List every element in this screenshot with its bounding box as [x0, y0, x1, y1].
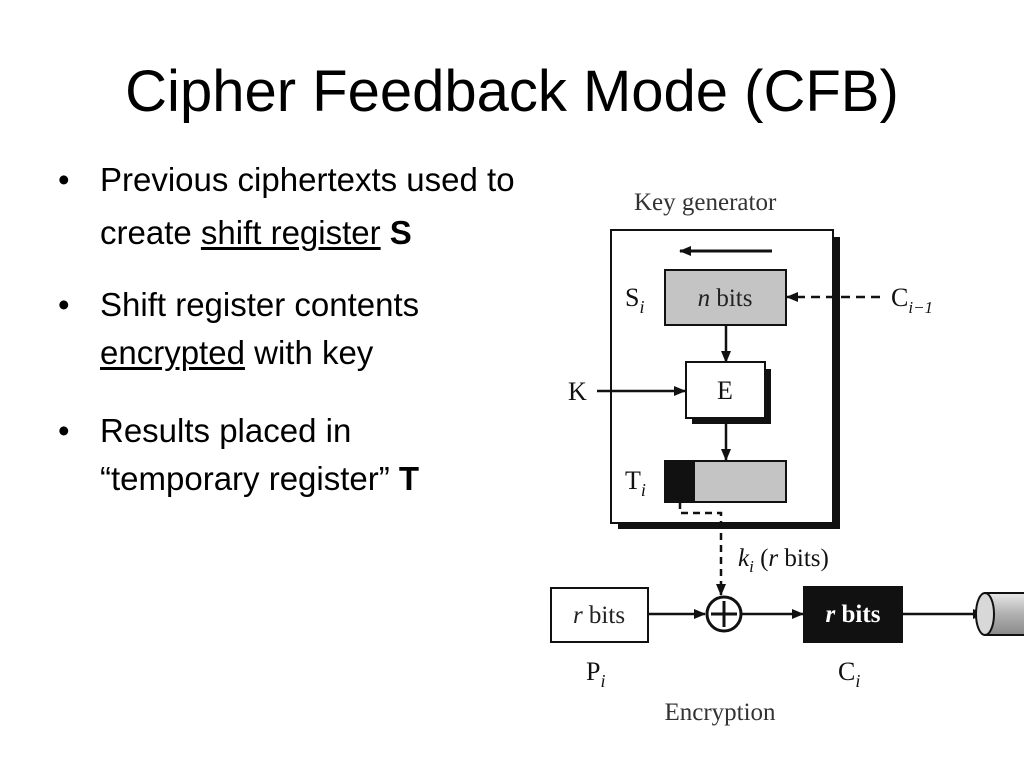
bullet-item: • Previous ciphertexts used to create sh…	[58, 153, 518, 259]
bullet-bold-symbol: S	[389, 214, 412, 251]
diagram-caption: Encryption	[664, 699, 776, 726]
bullet-bold-symbol: T	[398, 460, 420, 497]
output-pipe-icon	[975, 592, 1024, 636]
shift-register-label: Si	[625, 283, 644, 317]
encrypt-box	[685, 361, 766, 419]
bullet-item: • Shift register contents encrypted with…	[58, 281, 518, 377]
plaintext-label: Pi	[586, 657, 605, 691]
bullet-text: Results placed in “temporary register”	[100, 412, 399, 497]
bullet-list: • Previous ciphertexts used to create sh…	[58, 153, 518, 533]
key-label: K	[568, 377, 587, 406]
bullet-underlined-term: shift register	[200, 214, 381, 251]
keystream-path	[678, 502, 726, 596]
bullet-underlined-term: encrypted	[100, 334, 245, 371]
cfb-diagram: Key generator Si n bits Ci−1 E K Ti ki (…	[550, 189, 1024, 726]
bullet-item: • Results placed in “temporary register”…	[58, 407, 518, 503]
bullet-dot: •	[58, 412, 70, 449]
encrypt-label: E	[717, 376, 733, 405]
ciphertext-label: Ci	[838, 657, 860, 691]
feedback-label: Ci−1	[891, 283, 933, 317]
bullet-text: Shift register contents	[100, 286, 420, 323]
bullet-dot: •	[58, 161, 70, 198]
temp-register-label: Ti	[625, 466, 646, 500]
slide-title: Cipher Feedback Mode (CFB)	[125, 59, 899, 124]
shift-register-box	[664, 269, 787, 326]
keystream-label: ki (r bits)	[738, 545, 829, 576]
plaintext-content: r bits	[573, 602, 625, 629]
shift-register-content: n bits	[698, 285, 753, 312]
bullet-dot: •	[58, 286, 70, 323]
temp-register-selected-bits	[665, 461, 695, 502]
bullet-text: Previous ciphertexts used to create	[100, 161, 515, 251]
xor-icon	[705, 595, 743, 633]
key-generator-label: Key generator	[634, 189, 777, 216]
ciphertext-content: r bits	[826, 601, 881, 628]
